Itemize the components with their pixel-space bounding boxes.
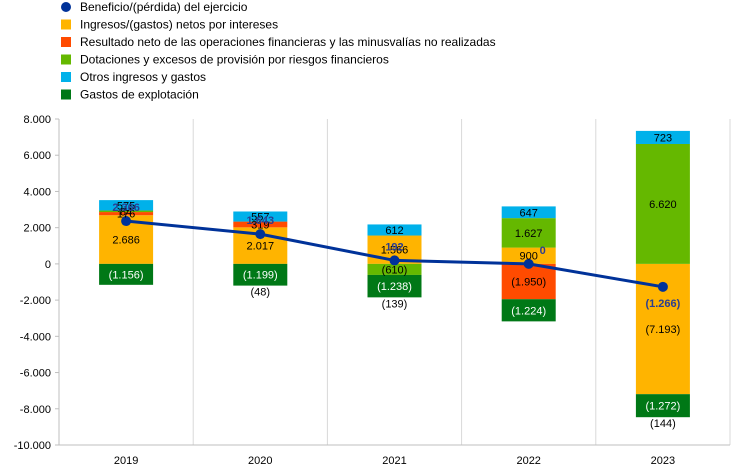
bar-data-label: 6.620 — [649, 199, 677, 211]
bar-segment — [233, 211, 288, 222]
legend-label-1: Ingresos/(gastos) netos por intereses — [80, 18, 278, 32]
bar-segment — [367, 263, 422, 275]
bar-data-label: (7.193) — [645, 324, 680, 336]
line-point — [121, 216, 132, 227]
x-tick-label: 2023 — [651, 455, 675, 467]
x-tick-label: 2021 — [382, 455, 406, 467]
bar-data-label: 612 — [385, 225, 403, 237]
x-tick-label: 2020 — [248, 455, 272, 467]
bar-segment — [233, 221, 288, 228]
y-tick-label: -8.000 — [20, 404, 51, 416]
bar-segment — [99, 210, 154, 213]
bar-segment — [99, 263, 154, 285]
y-tick-label: 6.000 — [23, 150, 51, 162]
bar-data-label: (1.156) — [109, 269, 144, 281]
bar-segment — [501, 247, 556, 264]
bar-data-label: 319 — [251, 219, 269, 231]
bar-segment — [635, 143, 690, 264]
bar-segment — [501, 263, 556, 300]
extra-data-label: (144) — [650, 418, 676, 430]
extra-data-label: (139) — [382, 298, 408, 310]
legend-label-2: Resultado neto de las operaciones financ… — [80, 35, 496, 49]
bar-data-label: 723 — [654, 132, 672, 144]
bar-segment — [501, 206, 556, 219]
bar-data-label: 900 — [520, 251, 538, 263]
line-data-label: 1.643 — [247, 215, 275, 227]
bar-segment — [367, 274, 422, 298]
y-tick-label: -2.000 — [20, 295, 51, 307]
bar-segment — [99, 212, 154, 216]
bar-data-label: (610) — [382, 264, 408, 276]
line-data-label: 192 — [385, 241, 403, 253]
bar-data-label: (1.272) — [645, 401, 680, 413]
x-tick-label: 2022 — [516, 455, 540, 467]
y-tick-label: 4.000 — [23, 186, 51, 198]
bar-segment — [99, 200, 154, 211]
bar-segment — [233, 263, 288, 286]
legend-marker-line — [61, 2, 71, 12]
line-series — [121, 216, 668, 292]
bar-data-label: 1.566 — [381, 245, 409, 257]
bar-segment — [635, 130, 690, 144]
legend-marker-5 — [61, 89, 71, 100]
line-point — [389, 255, 400, 266]
line-point — [255, 229, 266, 240]
bar-data-label: 84 — [120, 206, 132, 218]
legend-label-5: Gastos de explotación — [80, 88, 199, 102]
legend-marker-4 — [61, 72, 71, 82]
bar-segment — [501, 218, 556, 248]
legend-label-3: Dotaciones y excesos de provisión por ri… — [80, 53, 389, 67]
bar-data-label: 2.686 — [112, 235, 140, 247]
legend: Beneficio/(pérdida) del ejercicioIngreso… — [61, 0, 496, 102]
extra-data-label: (48) — [251, 287, 271, 299]
bar-segment — [501, 299, 556, 322]
line-point — [657, 281, 668, 292]
bar-data-label: (1.950) — [511, 277, 546, 289]
bar-segment — [367, 224, 422, 236]
y-tick-label: 2.000 — [23, 223, 51, 235]
bar-segment — [635, 394, 690, 418]
bar-data-label: (1.199) — [243, 270, 278, 282]
legend-label-0: Beneficio/(pérdida) del ejercicio — [80, 0, 248, 14]
bar-data-label: 176 — [117, 209, 135, 221]
line-data-label: 0 — [540, 245, 546, 257]
bar-data-label: 647 — [520, 207, 538, 219]
line-data-label: 2.366 — [112, 202, 140, 214]
y-tick-label: 8.000 — [23, 114, 51, 126]
line-data-label: (1.266) — [645, 298, 680, 310]
line-point — [523, 258, 534, 269]
y-tick-label: -4.000 — [20, 331, 51, 343]
bar-data-label: 557 — [251, 212, 269, 224]
bar-data-label: (1.238) — [377, 281, 412, 293]
y-tick-label: -6.000 — [20, 368, 51, 380]
axes: -10.000 -8.000 -6.000 -4.000 -2.000 0 2.000 4.0… — [14, 114, 730, 467]
bar-data-label: (1.224) — [511, 305, 546, 317]
bar-data-label: 2.017 — [247, 241, 275, 253]
legend-marker-1 — [61, 19, 71, 30]
legend-label-4: Otros ingresos y gastos — [80, 70, 206, 84]
legend-marker-2 — [61, 37, 71, 47]
y-tick-label: -10.000 — [14, 440, 51, 452]
bar-data-label: 1.627 — [515, 228, 543, 240]
bar-data-label: 575 — [117, 200, 135, 212]
x-tick-label: 2019 — [114, 455, 138, 467]
bars — [99, 130, 690, 418]
legend-marker-3 — [61, 54, 71, 65]
y-tick-label: 0 — [45, 259, 51, 271]
